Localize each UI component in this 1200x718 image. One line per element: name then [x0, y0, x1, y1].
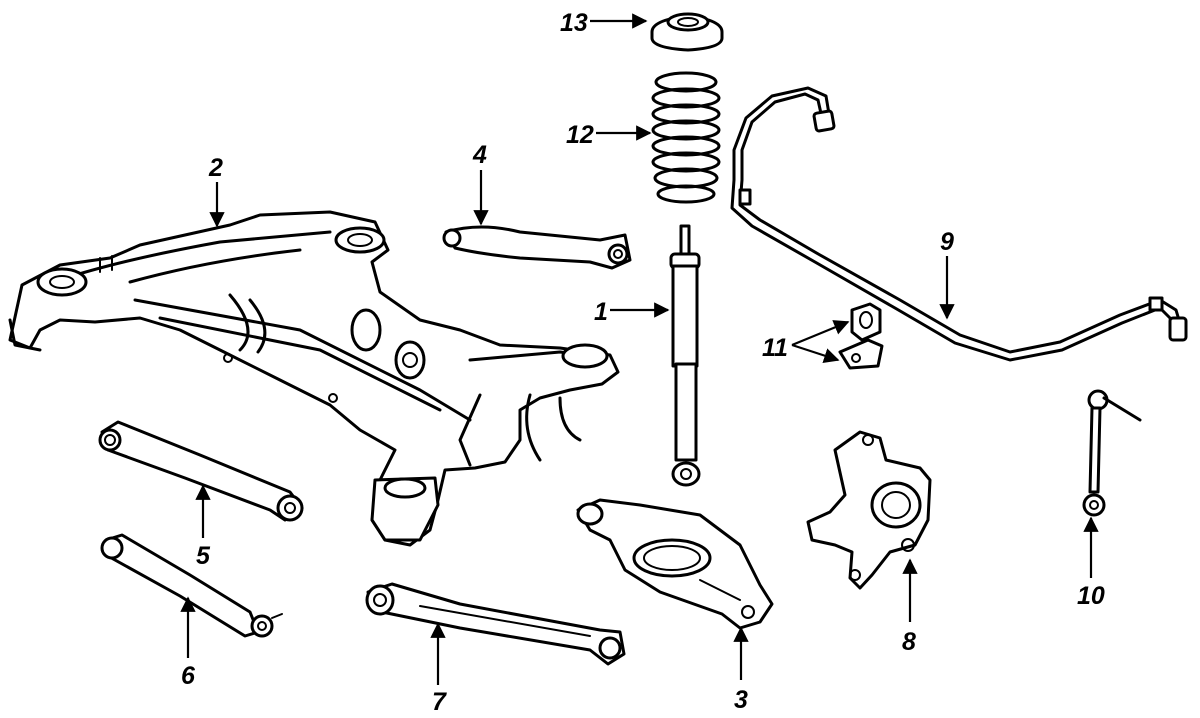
callout-12: 12: [566, 121, 594, 149]
rear-subframe: [8, 210, 620, 547]
toe-link-6: [100, 533, 283, 638]
callout-11: 11: [762, 334, 788, 362]
stabilizer-link: [1082, 389, 1142, 517]
callout-7: 7: [432, 688, 447, 716]
callout-9: 9: [940, 228, 954, 256]
coil-spring: [651, 71, 721, 204]
callout-10: 10: [1077, 582, 1105, 610]
callout-8: 8: [902, 628, 916, 656]
callout-5: 5: [196, 542, 211, 570]
trailing-arm-7: [365, 582, 626, 666]
spring-upper-seat: [650, 12, 724, 52]
callout-2: 2: [208, 154, 223, 182]
callout-13: 13: [560, 9, 588, 37]
callout-3: 3: [734, 686, 748, 714]
shock-absorber: [669, 224, 701, 487]
leader-lines: [180, 13, 1099, 685]
lower-control-arm: [576, 498, 774, 630]
stabilizer-bushing-bracket: [838, 302, 884, 370]
callout-1: 1: [594, 298, 608, 326]
lateral-link-5: [98, 420, 304, 522]
callout-labels: 13 12 1 2 4 5 6 7 3 8 9 10 11: [181, 9, 1105, 716]
callout-6: 6: [181, 662, 196, 690]
callout-4: 4: [472, 141, 487, 169]
stabilizer-bar: [730, 86, 1188, 362]
steering-knuckle: [806, 430, 932, 590]
upper-control-arm: [442, 225, 632, 270]
